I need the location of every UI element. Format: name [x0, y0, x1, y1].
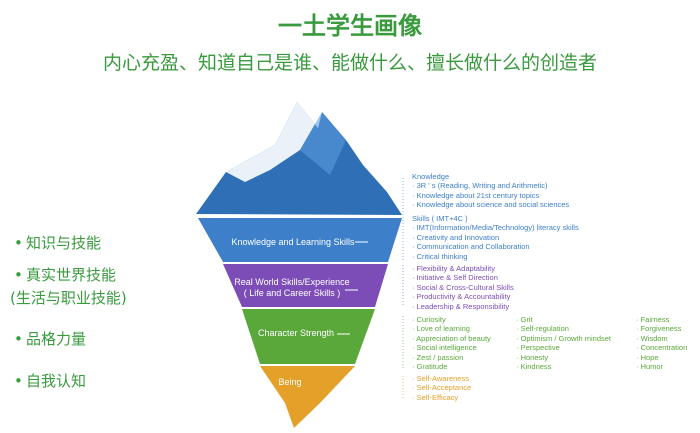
layer-label-real-world-line2: ( Life and Career Skills ) — [243, 288, 341, 298]
character-item: · Fairness — [636, 315, 670, 324]
bullet-label: 自我认知 — [26, 372, 87, 390]
layer-being — [260, 366, 355, 428]
skills-item: · IMT(Information/Media/Technology) lite… — [412, 223, 579, 233]
layer-label-being: Being — [278, 377, 302, 387]
being-item: · Self-Efficacy — [412, 392, 459, 402]
layer-knowledge — [198, 218, 402, 262]
character-item: · Wisdom — [636, 333, 668, 343]
real-world-item: · Leadership & Responsibility — [412, 301, 510, 311]
skills-heading: Skills ( IMT+4C ) — [412, 214, 468, 223]
character-col-3: · Fairness · Forgiveness · Wisdom · Conc… — [636, 315, 687, 371]
character-item: · Appreciation of beauty — [412, 333, 491, 343]
character-item: · Humor — [636, 362, 664, 372]
being-block: · Self-Awareness · Self-Acceptance · Sel… — [412, 374, 471, 402]
character-item: · Zest / passion — [412, 352, 464, 362]
being-item: · Self-Acceptance — [412, 383, 472, 393]
bullet-self-awareness: •自我认知 — [14, 370, 86, 391]
iceberg-tip-shade — [300, 112, 346, 175]
knowledge-item: · 3R ' s (Reading, Writing and Arithmeti… — [412, 181, 548, 191]
character-item: · Curiosity — [412, 315, 446, 324]
character-item: · Love of learning — [412, 324, 470, 334]
knowledge-item: · Knowledge about science and social sci… — [412, 200, 570, 210]
character-item: · Social intelligence — [412, 343, 477, 353]
knowledge-item: · Knowledge about 21st century topics — [412, 190, 540, 200]
being-item: · Self-Awareness — [412, 374, 469, 383]
bullet-real-world-skills: •真实世界技能 — [14, 264, 116, 285]
real-world-item: · Social & Cross-Cultural Skills — [412, 282, 514, 292]
bullet-mark: • — [14, 330, 23, 348]
bullet-character-strength: •品格力量 — [14, 328, 86, 349]
layer-label-real-world: Real World Skills/Experience ( Life and … — [222, 277, 362, 299]
character-item: · Hope — [636, 352, 659, 362]
character-item: · Honesty — [516, 352, 549, 362]
character-col-2: · Grit · Self-regulation · Optimism / Gr… — [516, 315, 611, 371]
bullet-label: 真实世界技能 — [26, 266, 117, 284]
bullet-label: 品格力量 — [26, 330, 87, 348]
iceberg-tip-highlight — [226, 102, 322, 182]
character-item: · Grit — [516, 315, 533, 324]
bullet-mark: • — [14, 372, 23, 390]
page-title: 一土学生画像 — [278, 12, 422, 40]
bullet-label: 知识与技能 — [26, 234, 102, 252]
knowledge-heading: Knowledge — [412, 172, 450, 181]
bullet-life-career-skills: (生活与职业技能) — [10, 287, 127, 308]
character-col-1: · Curiosity · Love of learning · Appreci… — [412, 315, 491, 371]
skills-item: · Critical thinking — [412, 251, 468, 261]
layer-label-real-world-line1: Real World Skills/Experience — [234, 277, 350, 287]
character-item: · Perspective — [516, 343, 560, 353]
bullet-mark: • — [14, 266, 23, 284]
skills-item: · Communication and Collaboration — [412, 242, 530, 252]
character-item: · Concentration — [636, 343, 688, 353]
layer-label-knowledge: Knowledge and Learning Skills — [231, 237, 355, 247]
layer-label-character: Character Strength — [257, 328, 335, 338]
real-world-item: · Initiative & Self Direction — [412, 273, 498, 283]
character-item: · Gratitude — [412, 362, 448, 372]
skills-item: · Creativity and Innovation — [412, 232, 500, 242]
page-subtitle: 内心充盈、知道自己是谁、能做什么、擅长做什么的创造者 — [102, 52, 597, 74]
bullet-label: (生活与职业技能) — [10, 289, 127, 307]
bullet-mark: • — [14, 234, 23, 252]
character-item: · Self-regulation — [516, 324, 569, 334]
real-world-item: · Productivity & Accountability — [412, 292, 511, 302]
layer-character — [242, 309, 375, 364]
skills-block: Skills ( IMT+4C ) · IMT(Information/Medi… — [412, 214, 579, 261]
knowledge-block: Knowledge · 3R ' s (Reading, Writing and… — [412, 172, 569, 210]
character-item: · Forgiveness — [636, 324, 682, 334]
layer-real-world — [223, 264, 388, 307]
character-item: · Kindness — [516, 362, 552, 372]
real-world-item: · Flexibility & Adaptability — [412, 264, 495, 273]
bullet-knowledge-skills: •知识与技能 — [14, 232, 101, 253]
iceberg-tip — [196, 102, 402, 215]
real-world-block: · Flexibility & Adaptability · Initiativ… — [412, 264, 514, 311]
character-item: · Optimism / Growth mindset — [516, 333, 612, 343]
